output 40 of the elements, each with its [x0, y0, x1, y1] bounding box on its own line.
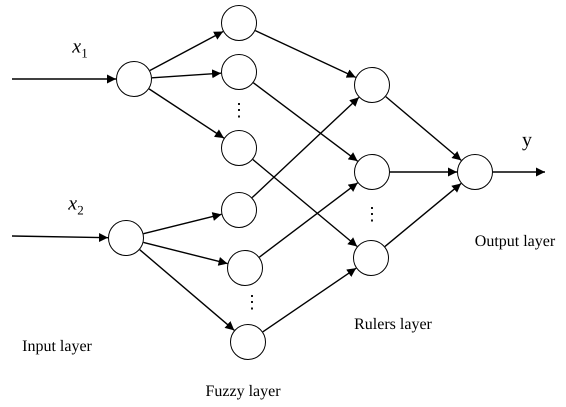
layer-label: Output layer	[474, 234, 556, 250]
neuron-circle	[353, 240, 389, 276]
ellipsis-label: ⋮	[230, 101, 248, 119]
neuron-circle	[221, 54, 257, 90]
arrow	[12, 233, 108, 242]
arrow	[493, 168, 545, 176]
neuron-circle	[221, 5, 257, 41]
neuron-circle	[108, 220, 144, 256]
neuron-circle	[221, 130, 257, 166]
arrow	[152, 69, 222, 78]
arrow	[390, 168, 457, 176]
arrow	[252, 158, 358, 248]
arrow	[252, 82, 358, 162]
arrow	[262, 268, 357, 332]
arrow	[143, 242, 228, 266]
arrow	[12, 74, 116, 84]
neuron-circle	[354, 67, 390, 103]
arrow	[385, 96, 462, 161]
neuron-circle	[227, 250, 263, 286]
layer-label: Rulers layer	[354, 317, 432, 333]
edge-label: x$_{1}$	[72, 36, 88, 60]
edge-label: x$_{2}$	[68, 194, 84, 216]
ellipsis-label: ⋮	[363, 205, 381, 223]
neuron-circle	[116, 61, 152, 97]
arrow	[255, 30, 356, 78]
arrow	[252, 96, 360, 198]
layer-label: Fuzzy layer	[205, 384, 281, 400]
edge-label: y	[522, 130, 532, 150]
arrow	[143, 212, 222, 234]
arrow	[258, 182, 358, 258]
neuron-circle	[457, 154, 493, 190]
layer-label: Input layer	[22, 339, 92, 355]
arrow	[139, 249, 235, 331]
arrow	[150, 30, 224, 72]
neuron-circle	[354, 154, 390, 190]
arrow	[148, 88, 224, 139]
neuron-circle	[221, 192, 257, 228]
ellipsis-label: ⋮	[243, 293, 261, 311]
neuron-circle	[230, 324, 266, 360]
arrow	[384, 182, 462, 248]
